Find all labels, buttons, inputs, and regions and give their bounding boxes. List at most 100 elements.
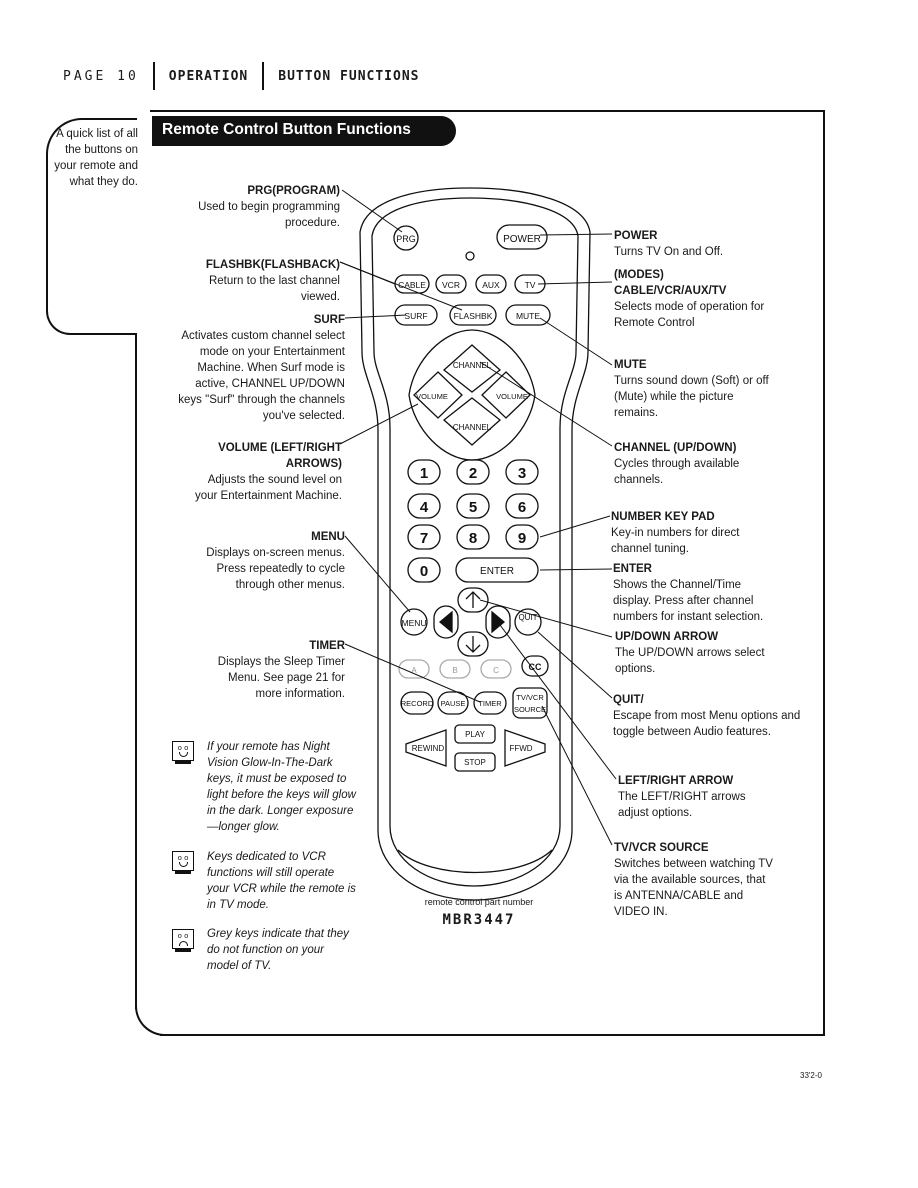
page-number: PAGE 10 — [63, 68, 139, 84]
label-title: POWER — [614, 230, 658, 242]
label-desc: The UP/DOWN arrows select options. — [615, 647, 765, 675]
label-title: SURF — [313, 314, 345, 326]
label-volume: VOLUME (LEFT/RIGHT ARROWS) Adjusts the s… — [185, 440, 342, 504]
enter-button-label: ENTER — [480, 566, 514, 577]
smile-icon: o o — [172, 741, 194, 764]
part-number-caption: remote control part number — [424, 897, 534, 907]
right-arrow-button — [485, 605, 511, 639]
label-title: (MODES) CABLE/VCR/AUX/TV — [614, 269, 727, 297]
volume-right-button — [481, 371, 531, 419]
ffwd-button — [504, 729, 546, 767]
flashbk-button-label: FLASHBK — [454, 311, 493, 321]
label-desc: Used to begin programming procedure. — [198, 201, 340, 229]
label-surf: SURF Activates custom channel select mod… — [175, 312, 345, 424]
quit-button-label: QUIT — [518, 613, 537, 622]
label-title: UP/DOWN ARROW — [615, 631, 719, 643]
label-desc: Turns sound down (Soft) or off (Mute) wh… — [614, 375, 769, 419]
leader-timer — [344, 643, 481, 703]
tv-button-label: TV — [525, 280, 536, 290]
frame-left-rule — [135, 333, 137, 1009]
side-note: A quick list of all the buttons on your … — [54, 128, 138, 188]
page-code: 33'2-0 — [800, 1071, 822, 1080]
menu-button — [400, 608, 428, 636]
label-desc: Displays on-screen menus. Press repeated… — [206, 547, 345, 591]
a-button-label: A — [411, 666, 417, 675]
label-title: VOLUME (LEFT/RIGHT ARROWS) — [218, 442, 342, 470]
label-keypad: NUMBER KEY PAD Key-in numbers for direct… — [611, 509, 761, 557]
frame-right-rule — [823, 110, 825, 1036]
page-header: PAGE 10 OPERATION BUTTON FUNCTIONS — [63, 62, 419, 90]
header-divider — [152, 62, 155, 90]
key-9 — [505, 524, 539, 550]
label-desc: Escape from most Menu options and toggle… — [613, 710, 801, 738]
label-title: TV/VCR SOURCE — [614, 842, 709, 854]
key-5-label: 5 — [469, 499, 477, 516]
play-button — [454, 724, 496, 744]
quit-button — [514, 608, 542, 636]
section-banner: Remote Control Button Functions — [152, 116, 456, 146]
channel-up-label: CHANNEL — [453, 361, 492, 370]
label-desc: Displays the Sleep Timer Menu. See page … — [217, 656, 345, 700]
b-button-label: B — [452, 666, 457, 675]
tvvcr-source-button — [512, 687, 548, 719]
timer-button-label: TIMER — [478, 699, 502, 708]
key-1-label: 1 — [420, 465, 428, 482]
leader-mute — [539, 317, 613, 366]
enter-button — [455, 557, 539, 583]
label-desc: Shows the Channel/Time display. Press af… — [613, 579, 764, 623]
tvvcr-button-label-line2: SOURCE — [514, 705, 546, 714]
cc-button — [521, 655, 549, 677]
up-arrow-button — [457, 587, 489, 613]
surf-button-label: SURF — [404, 311, 427, 321]
label-menu: MENU Displays on-screen menus. Press rep… — [200, 529, 345, 593]
frame-bottom-rule — [160, 1034, 825, 1036]
play-button-label: PLAY — [465, 730, 486, 739]
ffwd-button-label: FFWD — [509, 744, 532, 753]
key-6 — [505, 493, 539, 519]
leader-menu — [344, 535, 411, 613]
record-button — [400, 691, 434, 715]
label-channel: CHANNEL (UP/DOWN) Cycles through availab… — [614, 440, 774, 488]
pause-button-label: PAUSE — [441, 699, 466, 708]
rewind-button — [405, 729, 447, 767]
leader-flashbk-2 — [339, 261, 396, 285]
power-indicator-led — [465, 251, 475, 261]
leader-prg — [341, 189, 403, 233]
key-2-label: 2 — [469, 465, 477, 482]
prg-button — [393, 225, 419, 251]
vcr-button-label: VCR — [442, 280, 460, 290]
key-7-label: 7 — [420, 530, 428, 547]
label-title: LEFT/RIGHT ARROW — [618, 775, 734, 787]
key-8 — [456, 524, 490, 550]
power-button-label: POWER — [503, 234, 541, 245]
key-7 — [407, 524, 441, 550]
header-divider — [262, 62, 265, 90]
label-desc: Cycles through available channels. — [614, 458, 740, 486]
key-9-label: 9 — [518, 530, 526, 547]
right-arrow-icon — [491, 610, 506, 634]
note-night-vision: If your remote has Night Vision Glow-In-… — [207, 741, 356, 833]
leader-power — [539, 233, 613, 236]
label-desc: Key-in numbers for direct channel tuning… — [611, 527, 740, 555]
smile-icon: o o — [172, 851, 194, 874]
leader-leftright — [499, 624, 617, 780]
key-1 — [407, 459, 441, 485]
key-3 — [505, 459, 539, 485]
power-button — [496, 224, 548, 250]
remote-body-inner — [371, 197, 579, 887]
leader-surf — [344, 314, 407, 319]
key-5 — [456, 493, 490, 519]
label-flashbk: FLASHBK(FLASHBACK) Return to the last ch… — [200, 257, 340, 305]
leader-updown — [479, 599, 613, 638]
label-desc: The LEFT/RIGHT arrows adjust options. — [618, 791, 746, 819]
down-arrow-button — [457, 631, 489, 657]
label-timer: TIMER Displays the Sleep Timer Menu. See… — [210, 638, 345, 702]
aux-button — [475, 274, 507, 294]
key-0-label: 0 — [420, 563, 428, 580]
volume-right-label: VOLUME — [496, 392, 528, 401]
channel-down-button — [442, 397, 502, 446]
label-prg: PRG(PROGRAM) Used to begin programming p… — [190, 183, 340, 231]
part-number: MBR3447 — [442, 912, 516, 928]
leader-volume — [339, 403, 419, 445]
